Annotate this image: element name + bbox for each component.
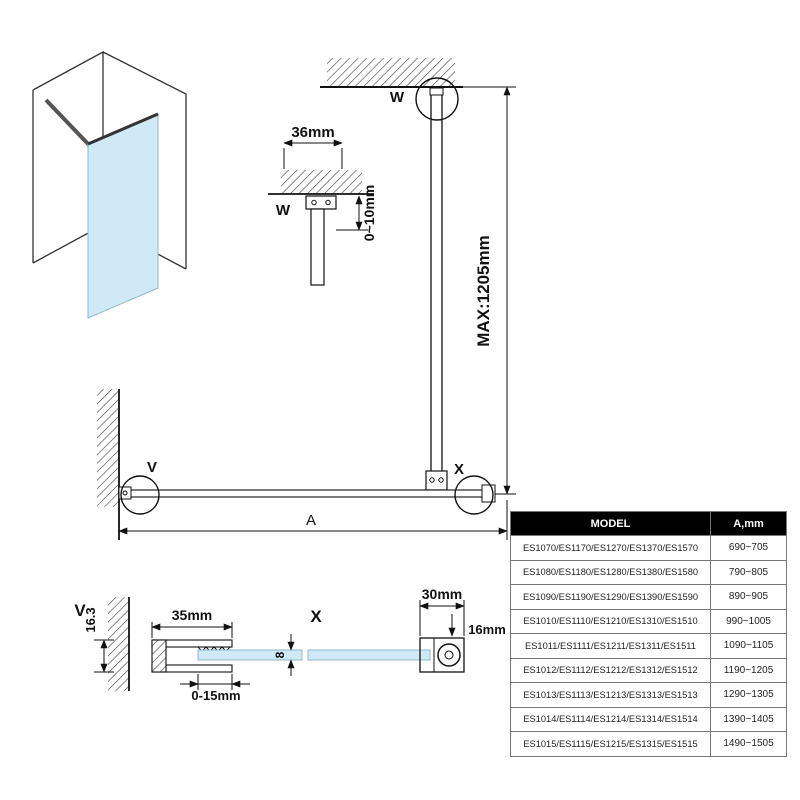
dim-profile-height: 16.3 <box>83 607 114 673</box>
model-cell: ES1015/ES1115/ES1215/ES1315/ES1515 <box>510 731 711 757</box>
bar-top-cap <box>429 87 444 96</box>
model-cell: ES1010/ES1110/ES1210/ES1310/ES1510 <box>510 608 711 634</box>
support-bar-assembly: W MAX:1205mm <box>320 58 516 495</box>
marker-x-label: X <box>454 461 464 478</box>
a-mm-cell: 1490~1505 <box>710 731 787 757</box>
a-mm-cell: 1190~1205 <box>710 657 787 683</box>
ceiling-hatch <box>327 58 455 87</box>
screw-icon <box>429 477 435 483</box>
a-mm-cell: 890~905 <box>710 584 787 610</box>
detail-v-section: V 35mm 16.3 8 <box>74 597 303 703</box>
dim-ceiling-gap: 0~10mm <box>336 185 377 241</box>
a-mm-column-header: A,mm <box>710 511 787 536</box>
glass-top-view: V X A <box>97 389 508 540</box>
a-mm-cell: 990~1005 <box>710 608 787 634</box>
dim-glass-thickness: 8 <box>273 634 295 676</box>
dim-8-label: 8 <box>273 651 287 658</box>
screw-icon <box>122 490 128 496</box>
screw-icon <box>311 199 317 206</box>
detail-w-section: W 36mm 0~10mm <box>268 124 377 286</box>
a-mm-cell: 690~705 <box>710 535 787 561</box>
model-cell: ES1013/ES1113/ES1213/ES1313/ES1513 <box>510 682 711 708</box>
dim-max-height: MAX:1205mm <box>445 86 516 495</box>
model-cell: ES1014/ES1114/ES1214/ES1314/ES1514 <box>510 706 711 732</box>
dim-16mm-label: 16mm <box>468 622 506 637</box>
model-cell: ES1070/ES1170/ES1270/ES1370/ES1570 <box>510 535 711 561</box>
dim-max-label: MAX:1205mm <box>474 235 493 347</box>
model-cell: ES1090/ES1190/ES1290/ES1390/ES1590 <box>510 584 711 610</box>
dim-profile-width: 35mm <box>151 607 233 638</box>
dim-adjust-range: 0-15mm <box>180 674 250 703</box>
model-cell: ES1080/ES1180/ES1280/ES1380/ES1580 <box>510 559 711 585</box>
marker-w-label: W <box>390 89 405 106</box>
detail-marker-v <box>120 475 160 515</box>
detail-x-label: X <box>310 607 322 626</box>
spec-table-header: MODEL A,mm <box>510 511 787 536</box>
support-bar-sketch <box>44 98 92 148</box>
ceiling-bracket <box>305 195 337 210</box>
dim-clamp-width: 30mm <box>419 586 465 636</box>
detail-w-label: W <box>276 202 291 219</box>
a-mm-cell: 1090~1105 <box>710 633 787 659</box>
dim-span-a: A <box>118 500 508 540</box>
model-cell: ES1011/ES1111/ES1211/ES1311/ES1511 <box>510 633 711 659</box>
dim-bracket-width: 36mm <box>283 124 343 169</box>
glass-section <box>307 649 431 661</box>
profile-web-section <box>151 639 167 673</box>
dim-30mm-label: 30mm <box>422 586 462 602</box>
dim-36mm-label: 36mm <box>291 124 334 141</box>
wall-outline <box>32 50 187 270</box>
detail-marker-x <box>454 475 494 515</box>
spec-table: MODEL A,mm ES1070/ES1170/ES1270/ES1370/E… <box>510 511 787 757</box>
model-column-header: MODEL <box>510 511 711 536</box>
marker-v-label: V <box>147 459 157 476</box>
screw-icon <box>438 477 444 483</box>
screw-icon <box>325 199 331 206</box>
glass-panel-plan <box>118 489 496 498</box>
detail-v-label: V <box>74 601 86 620</box>
support-bar <box>430 86 443 473</box>
ceiling-hatch <box>281 170 362 194</box>
detail-x-section: X 30mm 16mm <box>307 586 506 673</box>
clamp-body <box>419 637 465 673</box>
bar-bottom-bracket <box>425 470 448 491</box>
a-mm-cell: 790~805 <box>710 559 787 585</box>
clamp-tube-core <box>444 650 454 660</box>
bar-cross-section <box>310 208 325 286</box>
wall-hatch <box>97 389 119 507</box>
dim-35mm-label: 35mm <box>172 607 212 623</box>
a-mm-cell: 1290~1305 <box>710 682 787 708</box>
a-mm-cell: 1390~1405 <box>710 706 787 732</box>
model-cell: ES1012/ES1112/ES1212/ES1312/ES1512 <box>510 657 711 683</box>
dim-0-15mm-label: 0-15mm <box>191 688 240 703</box>
dim-clamp-height: 16mm <box>448 614 506 637</box>
dim-16-3-label: 16.3 <box>83 607 98 632</box>
dim-a-label: A <box>306 512 316 529</box>
wall-hatch <box>108 597 129 691</box>
clamp-tube <box>437 643 461 667</box>
glass-section <box>197 649 303 661</box>
glass-top-rail <box>87 112 159 146</box>
detail-marker-w <box>415 77 459 121</box>
panel-sketch <box>32 50 187 319</box>
glass-panel-sketch <box>87 113 159 319</box>
dim-0-10mm-label: 0~10mm <box>361 185 377 241</box>
